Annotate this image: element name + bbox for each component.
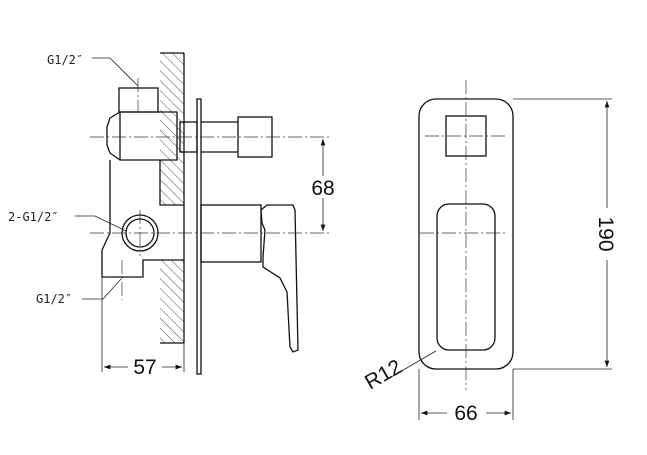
front-view: 190 66 R12 xyxy=(361,80,617,425)
label-bottom-inlet: G1/2″ xyxy=(36,292,72,306)
wall-hatch xyxy=(160,52,185,344)
handle-body xyxy=(200,204,262,263)
top-inlet-fitting xyxy=(118,87,159,113)
dimension-r12: R12 xyxy=(361,350,437,394)
dim-center-distance-text: 68 xyxy=(311,177,334,200)
dimension-190: 190 xyxy=(513,98,617,370)
dimension-57: 57 xyxy=(101,277,185,379)
valve-body xyxy=(101,160,185,278)
side-view: G1/2″ 2-G1/2″ G1/2″ 57 68 xyxy=(8,52,335,379)
label-outlets: 2-G1/2″ xyxy=(8,210,59,224)
dim-depth-text: 57 xyxy=(133,356,156,379)
dimension-66: 66 xyxy=(418,369,514,425)
dim-height-text: 190 xyxy=(594,216,617,251)
label-top-inlet: G1/2″ xyxy=(47,53,83,67)
dim-width-text: 66 xyxy=(454,402,477,425)
lever-handle xyxy=(260,204,299,353)
diverter-block xyxy=(106,111,178,161)
dim-radius-text: R12 xyxy=(361,355,406,394)
dimension-68: 68 xyxy=(311,139,335,231)
